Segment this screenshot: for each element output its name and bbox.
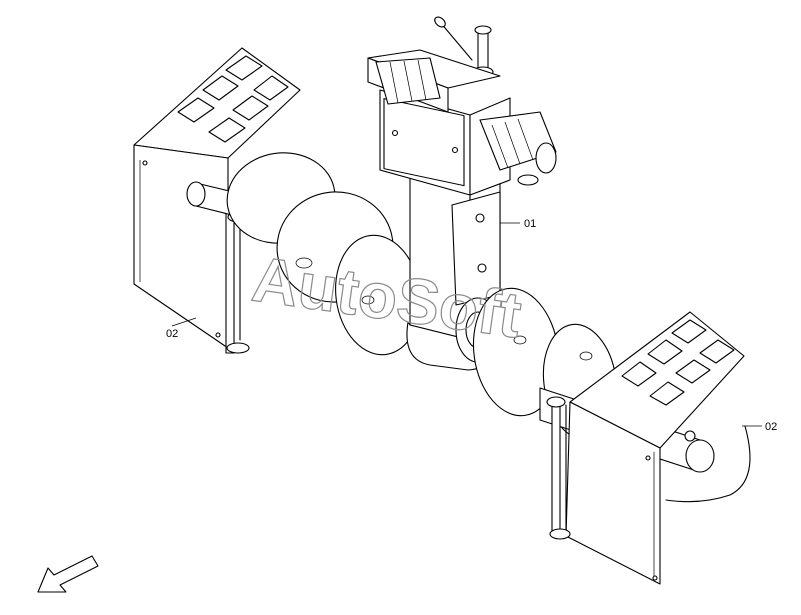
- label-side-plate-right: 02: [765, 421, 777, 433]
- callout-left-plate: 02: [166, 317, 197, 340]
- callout-frame: 01: [500, 218, 536, 230]
- arrow-down-left-icon: [37, 555, 99, 593]
- left-top-window-cutouts: [177, 55, 289, 143]
- label-side-plate-left: 02: [166, 328, 178, 340]
- right-top-window-cutouts: [621, 319, 735, 406]
- central-frame: [367, 16, 557, 371]
- label-frame: 01: [524, 218, 536, 230]
- left-auger-flights: [226, 152, 421, 356]
- callout-right-plate: 02: [742, 421, 777, 433]
- right-side-plate: [546, 311, 745, 585]
